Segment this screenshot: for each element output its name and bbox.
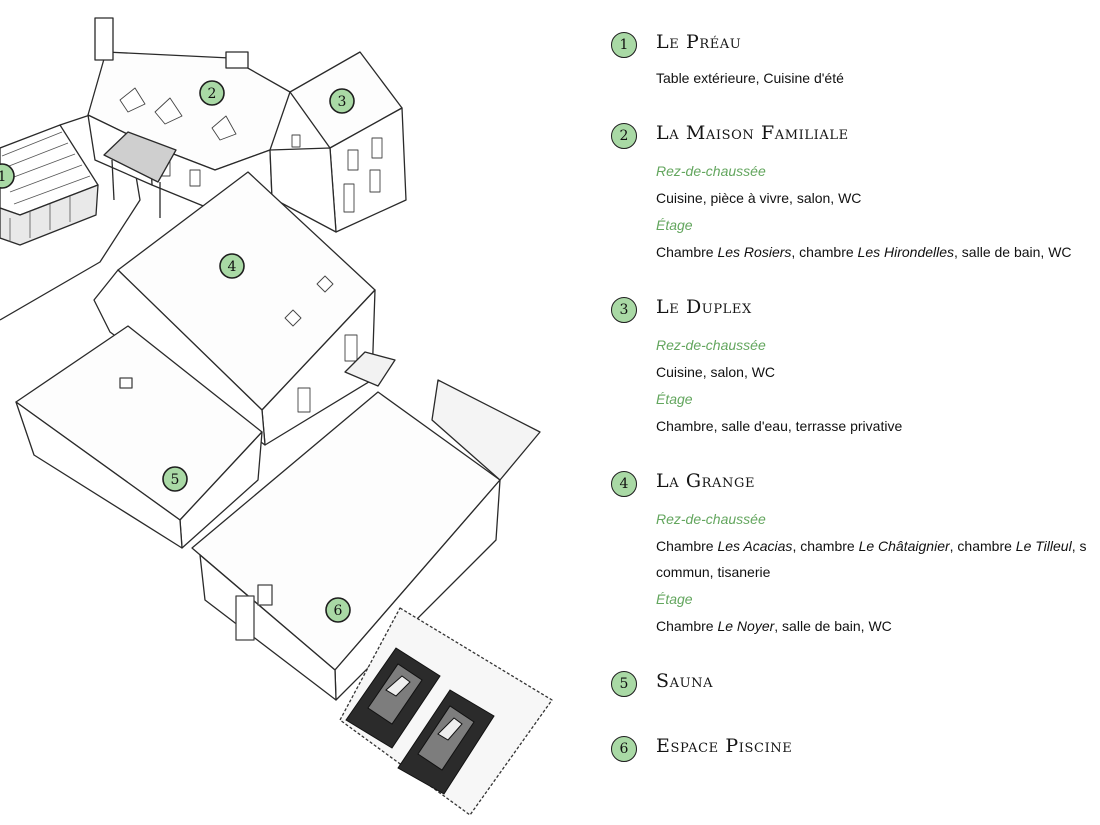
number-badge: 2 (611, 123, 637, 149)
number-badge: 5 (611, 671, 637, 697)
map-marker-4[interactable]: 4 (219, 253, 245, 279)
car-1 (345, 647, 441, 749)
svg-text:6: 6 (334, 603, 343, 619)
map-marker-3[interactable]: 3 (329, 88, 355, 114)
subheading-ground-floor: Rez-de-chaussée (656, 511, 766, 527)
detail-line: Cuisine, salon, WC (656, 364, 776, 380)
map-marker-5[interactable]: 5 (162, 466, 188, 492)
detail-line: Chambre Les Acacias, chambre Le Châtaign… (656, 538, 1087, 554)
subheading-upper-floor: Étage (656, 391, 693, 407)
svg-text:3: 3 (338, 94, 347, 110)
entry-title: Sauna (656, 670, 714, 692)
estate-map: 1 2 3 4 5 6 (0, 17, 553, 816)
estate-sketch: 1 2 3 4 5 6 (0, 17, 553, 816)
subheading-ground-floor: Rez-de-chaussée (656, 163, 766, 179)
entry-title: La Grange (656, 470, 756, 492)
svg-text:5: 5 (171, 472, 180, 488)
legend-panel: 1 Le Préau Table extérieure, Cuisine d'é… (611, 0, 1100, 825)
map-marker-1[interactable]: 1 (0, 163, 15, 189)
duplex-side (269, 147, 337, 233)
entry-title: Espace Piscine (656, 735, 793, 757)
svg-text:1: 1 (0, 169, 6, 185)
number-badge: 4 (611, 471, 637, 497)
detail-line-continuation: commun, tisanerie (656, 564, 771, 580)
piscine-side (199, 554, 337, 701)
detail-line: Chambre, salle d'eau, terrasse privative (656, 418, 903, 434)
chimney-left (94, 17, 114, 61)
number-badge: 6 (611, 736, 637, 762)
map-marker-2[interactable]: 2 (199, 80, 225, 106)
entry-title: Le Duplex (656, 296, 752, 318)
number-badge: 3 (611, 297, 637, 323)
detail-line: Cuisine, pièce à vivre, salon, WC (656, 190, 862, 206)
grange-terrace (344, 351, 396, 387)
detail-line: Chambre Le Noyer, salle de bain, WC (656, 618, 892, 634)
svg-text:4: 4 (228, 259, 237, 275)
svg-text:2: 2 (208, 86, 217, 102)
subheading-ground-floor: Rez-de-chaussée (656, 337, 766, 353)
subheading-upper-floor: Étage (656, 217, 693, 233)
detail-line: Table extérieure, Cuisine d'été (656, 70, 844, 86)
detail-line: Chambre Les Rosiers, chambre Les Hironde… (656, 244, 1072, 260)
pool-strip (431, 379, 541, 481)
maison-porch (103, 131, 177, 183)
chimney-right (225, 51, 249, 69)
sauna-side (15, 401, 183, 549)
entry-title: La Maison Familiale (656, 122, 849, 144)
number-badge: 1 (611, 32, 637, 58)
preau-structure (0, 184, 99, 246)
entry-title: Le Préau (656, 31, 742, 53)
map-marker-6[interactable]: 6 (325, 597, 351, 623)
car-2 (397, 689, 495, 795)
subheading-upper-floor: Étage (656, 591, 693, 607)
